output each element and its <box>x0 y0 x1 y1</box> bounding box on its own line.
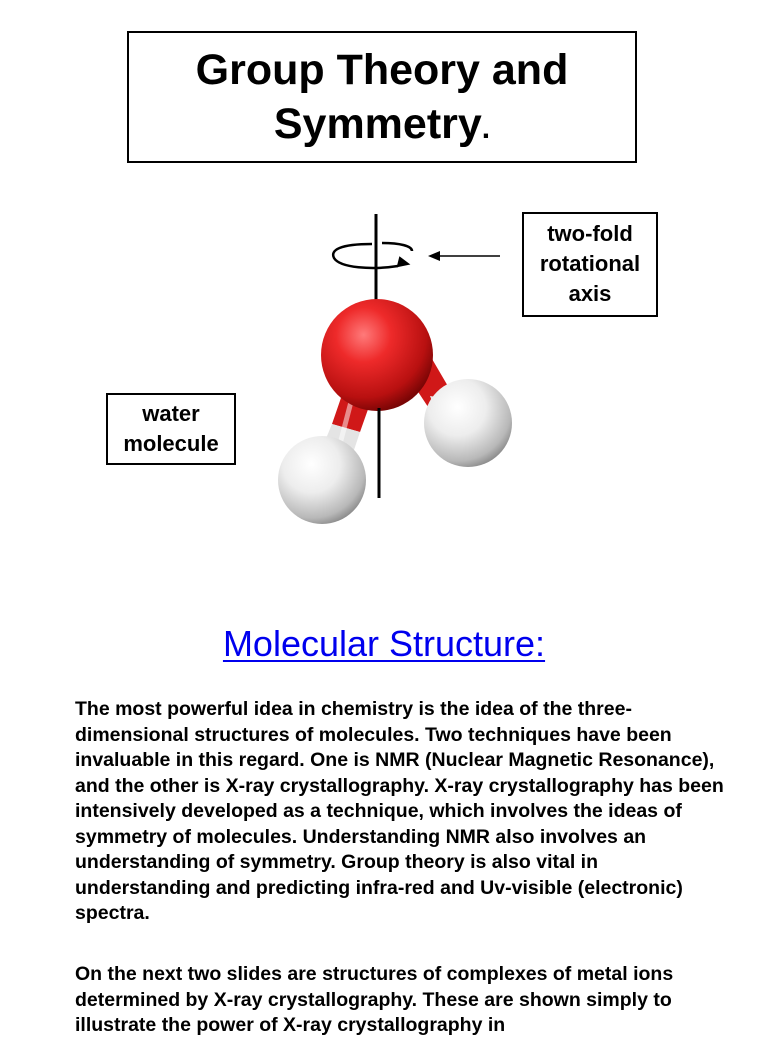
molecule-label-line-2: molecule <box>123 431 219 456</box>
title-box: Group Theory and Symmetry. <box>127 31 637 163</box>
molecule-label-box: water molecule <box>106 393 236 465</box>
title-line-2: Symmetry. <box>129 97 635 156</box>
molecule-label-line-1: water <box>142 401 200 426</box>
water-molecule-diagram <box>278 214 512 524</box>
title-line-1: Group Theory and <box>195 46 569 94</box>
pointer-arrow-icon <box>428 251 500 261</box>
axis-label-line-3: axis <box>568 281 612 306</box>
title-period: . <box>481 112 491 145</box>
section-heading-link[interactable]: Molecular Structure: <box>222 623 546 664</box>
title-word-symmetry: Symmetry <box>273 100 482 148</box>
axis-label-line-2: rotational <box>539 251 641 276</box>
oxygen-atom <box>321 299 433 411</box>
body-paragraph-2: On the next two slides are structures of… <box>75 963 674 1036</box>
axis-label-box: two-fold rotational axis <box>522 212 658 317</box>
body-paragraph-1: The most powerful idea in chemistry is t… <box>75 698 724 924</box>
hydrogen-atom-back <box>424 379 512 467</box>
hydrogen-atom-front <box>278 436 366 524</box>
rotation-arrow-icon <box>331 241 414 270</box>
axis-label-line-1: two-fold <box>547 221 633 246</box>
